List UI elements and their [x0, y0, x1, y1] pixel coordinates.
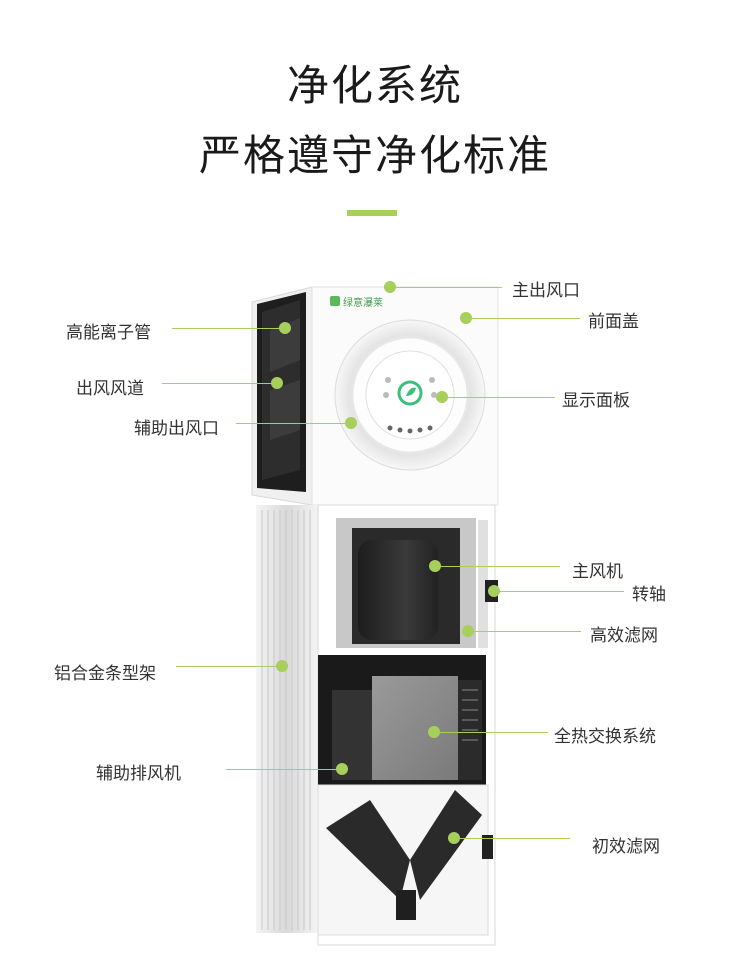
v-duct-left	[326, 800, 410, 900]
label-main-outlet: 主出风口	[512, 281, 580, 301]
leader-main-outlet	[390, 287, 502, 288]
dot-ion-tube	[279, 322, 291, 334]
dot-front-cover	[460, 312, 472, 324]
v-duct-right	[410, 790, 482, 900]
brand-logo-icon	[330, 296, 340, 306]
label-main-fan: 主风机	[572, 562, 623, 582]
leader-aux-exhaust-fan	[226, 769, 342, 770]
leader-hepa-filter	[468, 631, 581, 632]
label-display-panel: 显示面板	[562, 391, 630, 411]
leader-shaft	[494, 591, 624, 592]
label-shaft: 转轴	[632, 585, 666, 605]
cabinet	[256, 504, 498, 946]
main-fan-drum	[358, 540, 438, 640]
leader-front-cover	[466, 318, 580, 319]
label-primary-filter: 初效滤网	[592, 837, 660, 857]
dot-main-outlet	[384, 281, 396, 293]
top-unit	[251, 286, 499, 506]
brand-logo-text: 绿意瀑莱	[343, 298, 383, 309]
label-aux-exhaust-fan: 辅助排风机	[96, 764, 181, 784]
primary-filter-bracket	[482, 835, 493, 859]
label-heat-exchange: 全热交换系统	[554, 727, 656, 747]
leader-heat-exchange	[434, 732, 548, 733]
dot-primary-filter	[448, 832, 460, 844]
dot-hepa-filter	[462, 625, 474, 637]
label-ion-tube: 高能离子管	[66, 323, 151, 343]
title-accent-bar	[347, 210, 397, 216]
dot-display-panel	[436, 391, 448, 403]
leader-display-panel	[442, 397, 555, 398]
dot-outlet-duct	[271, 377, 283, 389]
label-hepa-filter: 高效滤网	[590, 626, 658, 646]
leader-main-fan	[435, 566, 560, 567]
leaf-icon	[406, 387, 416, 396]
leader-ion-tube	[172, 328, 285, 329]
dot-aux-exhaust-fan	[336, 763, 348, 775]
page-title-line2: 严格遵守净化标准	[198, 131, 551, 180]
dot-alu-frame	[276, 660, 288, 672]
heat-exchanger-block	[372, 676, 458, 780]
page-title-line1: 净化系统	[286, 61, 463, 110]
leader-outlet-duct	[162, 383, 277, 384]
dot-main-fan	[429, 560, 441, 572]
leader-aux-outlet	[236, 423, 351, 424]
label-aux-outlet: 辅助出风口	[134, 419, 219, 439]
alu-fin-panel	[256, 505, 318, 933]
display-ring-indicator	[397, 380, 423, 406]
label-front-cover: 前面盖	[588, 312, 639, 332]
label-outlet-duct: 出风风道	[76, 379, 144, 399]
dot-shaft	[488, 585, 500, 597]
leader-primary-filter	[454, 838, 570, 839]
leader-alu-frame	[176, 666, 282, 667]
dot-aux-outlet	[345, 417, 357, 429]
label-alu-frame: 铝合金条型架	[54, 664, 156, 684]
dot-heat-exchange	[428, 726, 440, 738]
